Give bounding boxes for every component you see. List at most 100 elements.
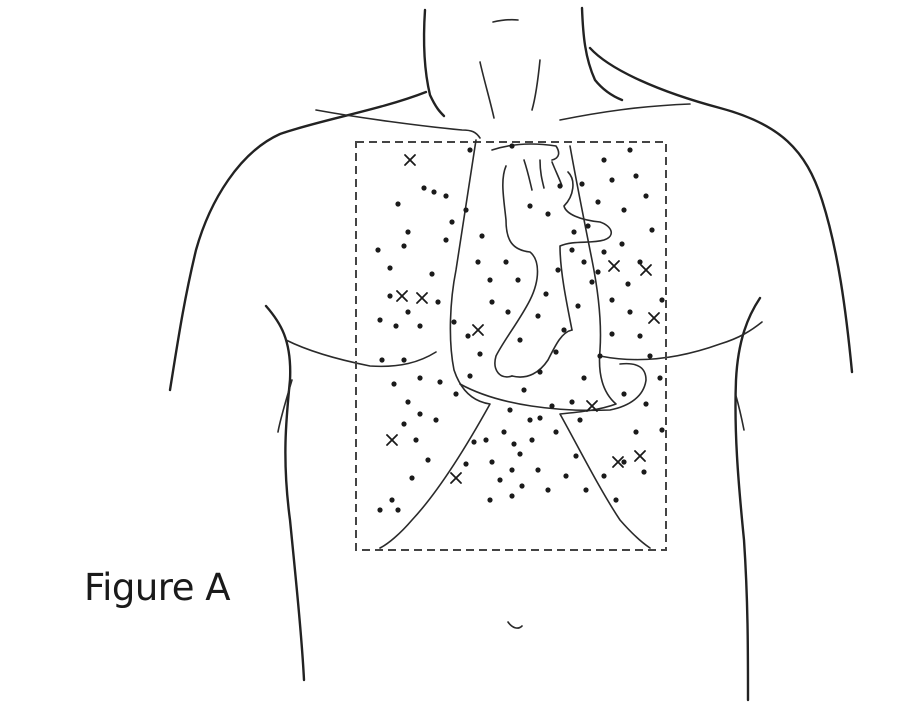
auscultation-dot (501, 429, 507, 435)
auscultation-dot (563, 473, 569, 479)
auscultation-dot (581, 375, 587, 381)
auscultation-dot (535, 467, 541, 473)
auscultation-dot (507, 407, 513, 413)
auscultation-dot (545, 211, 551, 217)
auscultation-dot (483, 437, 489, 443)
torso-outline (168, 6, 854, 702)
auscultation-dot (543, 291, 549, 297)
auscultation-dot (633, 429, 639, 435)
auscultation-dot (463, 207, 469, 213)
auscultation-x-mark (640, 264, 652, 276)
auscultation-dot (509, 493, 515, 499)
auscultation-x-mark (648, 312, 660, 324)
auscultation-dot (505, 309, 511, 315)
auscultation-dot (451, 319, 457, 325)
auscultation-dot (517, 451, 523, 457)
auscultation-dot (517, 337, 523, 343)
auscultation-dot (429, 271, 435, 277)
auscultation-region-box (355, 141, 667, 551)
auscultation-x-mark (472, 324, 484, 336)
auscultation-dot (643, 401, 649, 407)
auscultation-dot (435, 299, 441, 305)
auscultation-dot (401, 421, 407, 427)
auscultation-dot (529, 437, 535, 443)
auscultation-dot (467, 147, 473, 153)
auscultation-dot (401, 243, 407, 249)
auscultation-dot (627, 309, 633, 315)
auscultation-dot (609, 177, 615, 183)
auscultation-dot (477, 351, 483, 357)
auscultation-dot (417, 323, 423, 329)
auscultation-dot (657, 375, 663, 381)
auscultation-dot (377, 317, 383, 323)
auscultation-dot (633, 173, 639, 179)
auscultation-dot (391, 381, 397, 387)
auscultation-dot (569, 247, 575, 253)
auscultation-dot (417, 411, 423, 417)
auscultation-dot (527, 203, 533, 209)
auscultation-dot (487, 277, 493, 283)
auscultation-dot (579, 181, 585, 187)
auscultation-dot (649, 227, 655, 233)
auscultation-dot (453, 391, 459, 397)
auscultation-dot (509, 467, 515, 473)
auscultation-dot (389, 497, 395, 503)
auscultation-dot (487, 497, 493, 503)
auscultation-dot (511, 441, 517, 447)
auscultation-dot (433, 417, 439, 423)
auscultation-dot (425, 457, 431, 463)
auscultation-dot (519, 483, 525, 489)
auscultation-dot (377, 507, 383, 513)
auscultation-dot (449, 219, 455, 225)
auscultation-dot (601, 249, 607, 255)
auscultation-dot (621, 391, 627, 397)
auscultation-dot (643, 193, 649, 199)
auscultation-dot (573, 453, 579, 459)
auscultation-x-mark (450, 472, 462, 484)
auscultation-dot (571, 229, 577, 235)
auscultation-dot (467, 373, 473, 379)
auscultation-dot (527, 417, 533, 423)
auscultation-x-mark (404, 154, 416, 166)
auscultation-x-mark (634, 450, 646, 462)
auscultation-dot (647, 353, 653, 359)
figure-caption: Figure A (84, 566, 231, 609)
auscultation-dot (437, 379, 443, 385)
auscultation-dot (409, 475, 415, 481)
auscultation-dot (375, 247, 381, 253)
auscultation-dot (387, 293, 393, 299)
auscultation-dot (637, 259, 643, 265)
auscultation-dot (549, 403, 555, 409)
auscultation-dot (619, 241, 625, 247)
auscultation-x-marks (386, 154, 660, 484)
auscultation-x-mark (396, 290, 408, 302)
auscultation-dot (401, 357, 407, 363)
auscultation-x-mark (416, 292, 428, 304)
heart-outline (491, 143, 612, 378)
auscultation-dot (475, 259, 481, 265)
auscultation-dot (621, 459, 627, 465)
auscultation-dot (545, 487, 551, 493)
auscultation-dot (659, 427, 665, 433)
auscultation-dot (627, 147, 633, 153)
auscultation-x-mark (386, 434, 398, 446)
auscultation-dot (583, 487, 589, 493)
auscultation-dot (395, 507, 401, 513)
auscultation-dot (609, 331, 615, 337)
auscultation-dot (515, 277, 521, 283)
auscultation-dot (609, 297, 615, 303)
auscultation-x-mark (612, 456, 624, 468)
auscultation-dot (553, 429, 559, 435)
auscultation-dot (569, 399, 575, 405)
auscultation-dot (503, 259, 509, 265)
auscultation-dot (601, 157, 607, 163)
auscultation-dot (465, 333, 471, 339)
auscultation-dot (443, 237, 449, 243)
auscultation-dot (641, 469, 647, 475)
auscultation-dot (497, 477, 503, 483)
auscultation-dot (405, 399, 411, 405)
auscultation-dot (417, 375, 423, 381)
auscultation-dot (463, 461, 469, 467)
lung-outline (379, 139, 651, 549)
